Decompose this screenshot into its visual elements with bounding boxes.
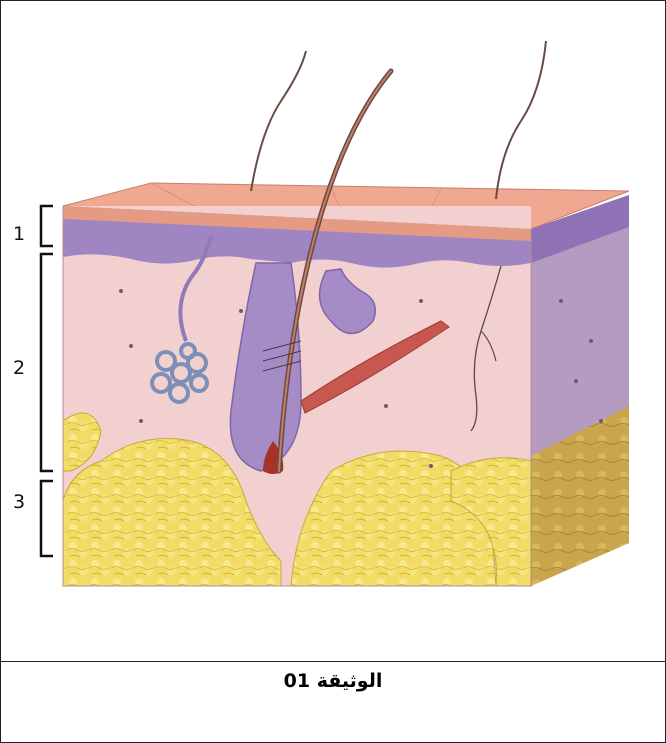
- bracket-3: [41, 481, 53, 556]
- hair-right: [496, 41, 546, 199]
- skin-cross-section-figure: 1 2 3: [1, 1, 666, 661]
- skin-diagram: [1, 1, 666, 661]
- caption-area: الوثيقة 01: [1, 661, 665, 743]
- bracket-2: [41, 254, 53, 471]
- layer-label-1: 1: [13, 223, 25, 245]
- hair-left: [251, 51, 306, 191]
- layer-label-2: 2: [13, 357, 25, 379]
- layer-brackets: [41, 206, 53, 556]
- layer-label-3: 3: [13, 491, 25, 513]
- document-caption: الوثيقة 01: [1, 670, 665, 692]
- bracket-1: [41, 206, 53, 246]
